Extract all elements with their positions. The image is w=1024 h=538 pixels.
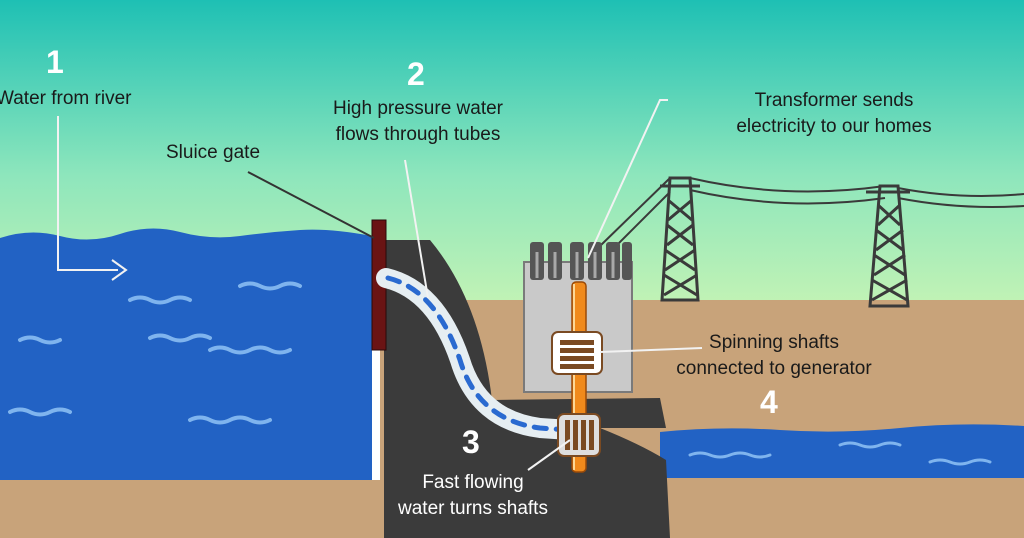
river-water: [660, 424, 1024, 478]
label-transformer: Transformer sends electricity to our hom…: [724, 88, 944, 140]
leader-water-from-river: [57, 116, 118, 271]
river-ripples: [688, 441, 992, 466]
step-3-number: 3: [462, 424, 480, 460]
annotation-leaders: [57, 99, 703, 471]
label-fast-flowing-line2: water turns shafts: [398, 498, 548, 519]
step-1-number: 1: [46, 44, 64, 80]
transformer-highlights: [535, 252, 615, 278]
turbine: [557, 413, 601, 457]
reservoir-water: [0, 228, 372, 480]
label-high-pressure: High pressure water flows through tubes: [320, 96, 516, 148]
leader-high-pressure: [404, 159, 429, 299]
leader-water-arrow: [111, 259, 128, 281]
dam: [384, 240, 670, 538]
label-water-from-river: Water from river: [0, 86, 131, 112]
label-fast-flowing: Fast flowing water turns shafts: [388, 470, 558, 522]
power-lines: [599, 177, 1024, 253]
leader-spinning: [599, 347, 703, 353]
generator: [551, 331, 603, 375]
power-tower-left: [660, 176, 700, 302]
label-spinning-line1: Spinning shafts: [709, 332, 839, 353]
step-4-number: 4: [760, 384, 778, 420]
label-transformer-line2: electricity to our homes: [736, 116, 932, 137]
label-high-pressure-line2: flows through tubes: [335, 124, 501, 145]
leader-fast-flowing: [527, 439, 571, 471]
label-transformer-line1: Transformer sends: [754, 90, 914, 111]
label-water-from-river-text: Water from river: [0, 88, 132, 109]
label-high-pressure-line1: High pressure water: [332, 98, 504, 119]
leader-sluice-gate: [247, 171, 375, 239]
label-spinning-line2: connected to generator: [676, 358, 872, 379]
power-tower-right: [866, 184, 910, 308]
label-sluice-gate: Sluice gate: [166, 140, 260, 166]
reservoir-ripples: [8, 281, 302, 425]
penstock-flow: [385, 275, 571, 433]
label-spinning-shafts: Spinning shafts connected to generator: [664, 330, 884, 382]
leader-transformer: [587, 99, 668, 259]
step-2-number: 2: [407, 56, 425, 92]
label-fast-flowing-line1: Fast flowing: [422, 472, 524, 493]
label-sluice-gate-text: Sluice gate: [166, 142, 261, 163]
